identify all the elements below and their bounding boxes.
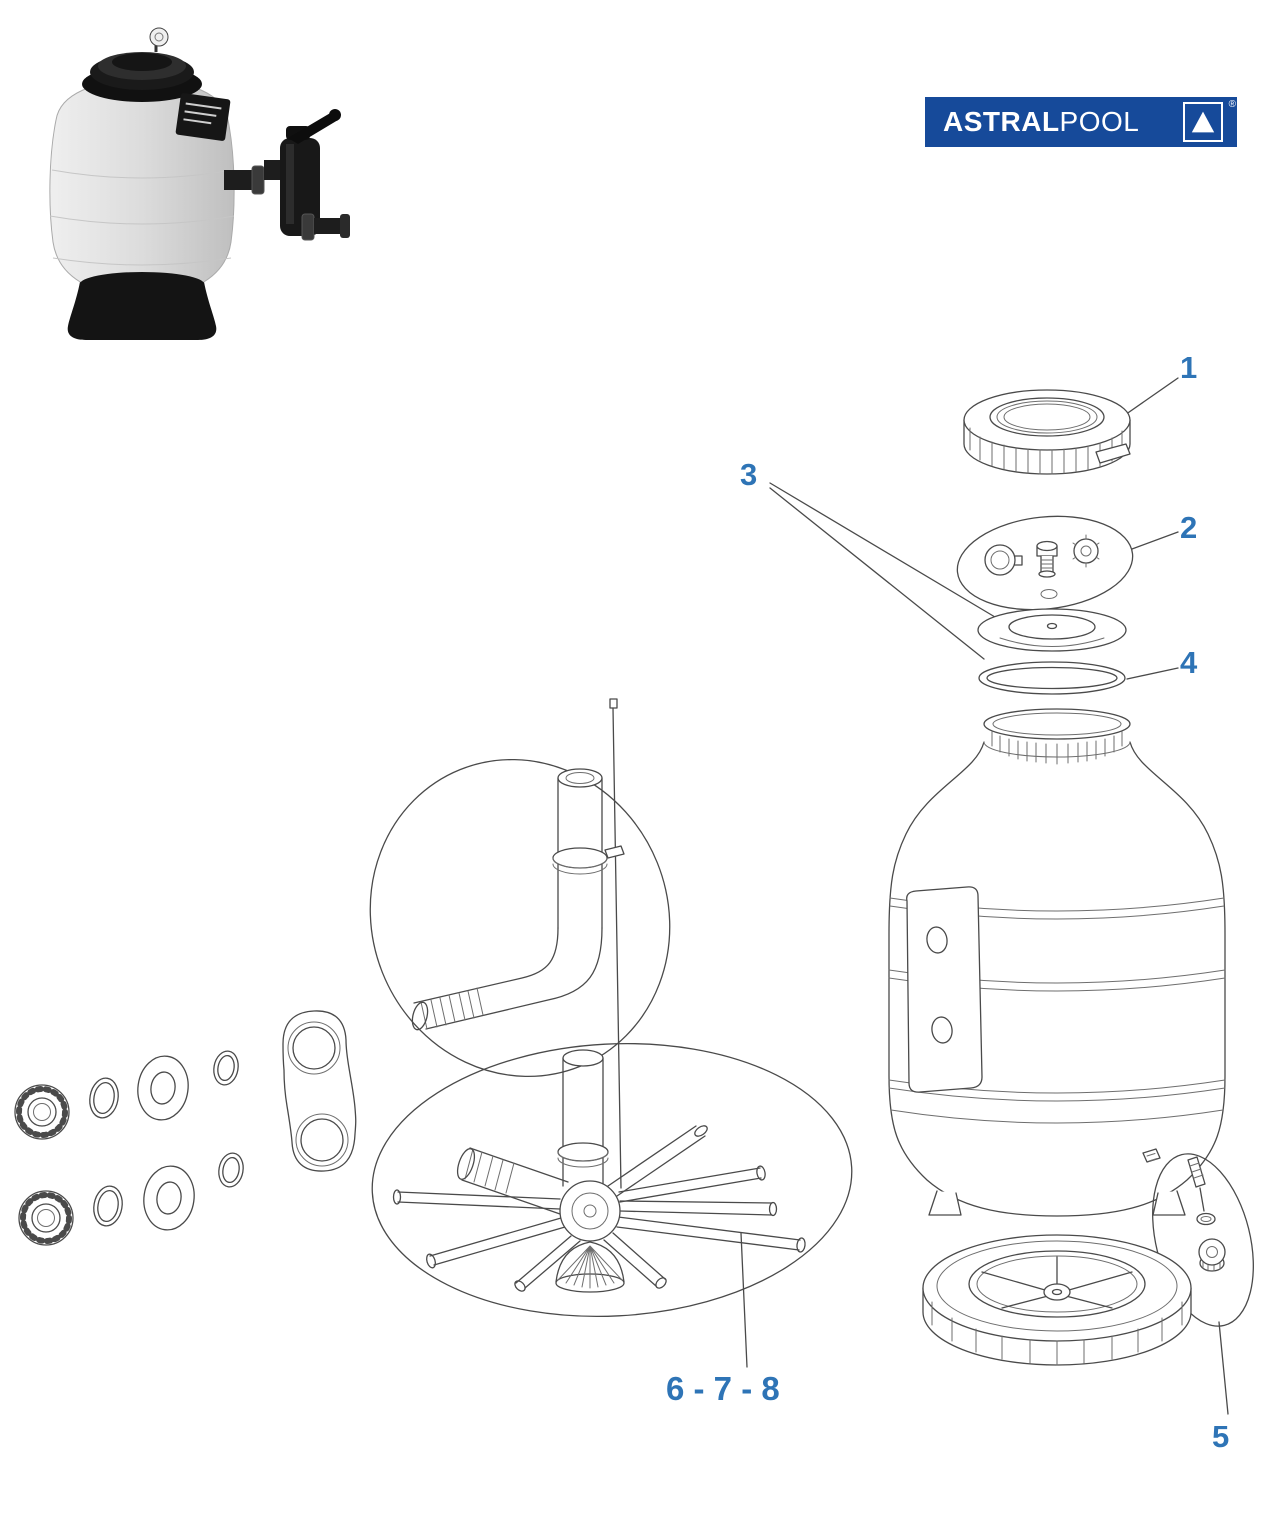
drain-washer <box>1196 1212 1216 1226</box>
logo-text-light: POOL <box>1059 106 1140 137</box>
tank-threaded-neck <box>983 708 1131 740</box>
callout-part-3: 3 <box>740 457 758 492</box>
callout-part-2: 2 <box>1180 510 1198 545</box>
tank-sticker-photo <box>175 93 231 141</box>
washer-upper <box>137 1055 189 1121</box>
base-spokes <box>981 1256 1133 1309</box>
callout-part-5: 5 <box>1212 1419 1230 1454</box>
air-relief-tube <box>609 698 622 1189</box>
leader-lines <box>740 377 1229 1415</box>
tank-drain-boss <box>1142 1148 1161 1163</box>
callout-part-1: 1 <box>1180 350 1198 385</box>
drain-nipple <box>1187 1156 1206 1212</box>
small-oring-upper <box>213 1050 239 1086</box>
part-5-drain-plug-kit <box>1152 1153 1254 1327</box>
part-3-filter-lid <box>977 608 1127 652</box>
small-gasket-part <box>1040 589 1058 599</box>
laterals <box>392 1125 806 1292</box>
filter-lid-photo <box>82 27 202 102</box>
standpipe-upper <box>552 768 625 929</box>
valve-handle-photo <box>288 112 338 144</box>
tank-label-panel <box>906 886 983 1093</box>
union-nut-upper <box>14 1084 70 1140</box>
part-4-lid-oring <box>978 661 1126 695</box>
logo-text-bold: ASTRAL <box>943 106 1060 137</box>
detail-ellipse-lower <box>371 1042 853 1318</box>
elbow-pipe-upper <box>411 927 603 1031</box>
callout-part-4: 4 <box>1180 645 1198 680</box>
washer-lower <box>143 1165 195 1231</box>
valve-fitting-part <box>1036 540 1058 578</box>
ring-grip-tab <box>1095 443 1131 464</box>
part-2-gauge-and-fittings-kit <box>956 515 1134 611</box>
bulkhead-unions-and-gaskets <box>14 1010 357 1246</box>
multiport-valve-photo <box>224 109 350 241</box>
logo-triangle-icon <box>1183 102 1223 142</box>
detail-ellipse-upper <box>369 758 671 1078</box>
tank-feet <box>928 1190 1186 1216</box>
collector-hub <box>559 1180 621 1242</box>
oring-lower <box>93 1185 123 1227</box>
small-oring-lower <box>218 1152 244 1188</box>
collector-inlet-pipe <box>456 1147 569 1215</box>
registered-trademark: ® <box>1228 99 1236 110</box>
standpipe-lower <box>557 1049 609 1187</box>
union-nut-lower <box>18 1190 74 1246</box>
oring-upper <box>89 1077 119 1119</box>
assembled-filter-photo <box>49 27 350 340</box>
drain-cap <box>1198 1238 1226 1272</box>
filter-base-photo <box>67 272 217 340</box>
part-1-lid-locking-ring <box>963 389 1131 475</box>
callout-parts-6-7-8: 6 - 7 - 8 <box>666 1370 780 1407</box>
base-stand <box>922 1234 1192 1366</box>
pressure-gauge-part <box>984 544 1023 576</box>
parts-6-7-8-collector-assembly <box>369 698 853 1318</box>
knob-part <box>1072 534 1100 568</box>
tank-body <box>888 708 1226 1217</box>
strainer-dome <box>555 1241 625 1293</box>
double-flange-plate <box>282 1010 357 1172</box>
